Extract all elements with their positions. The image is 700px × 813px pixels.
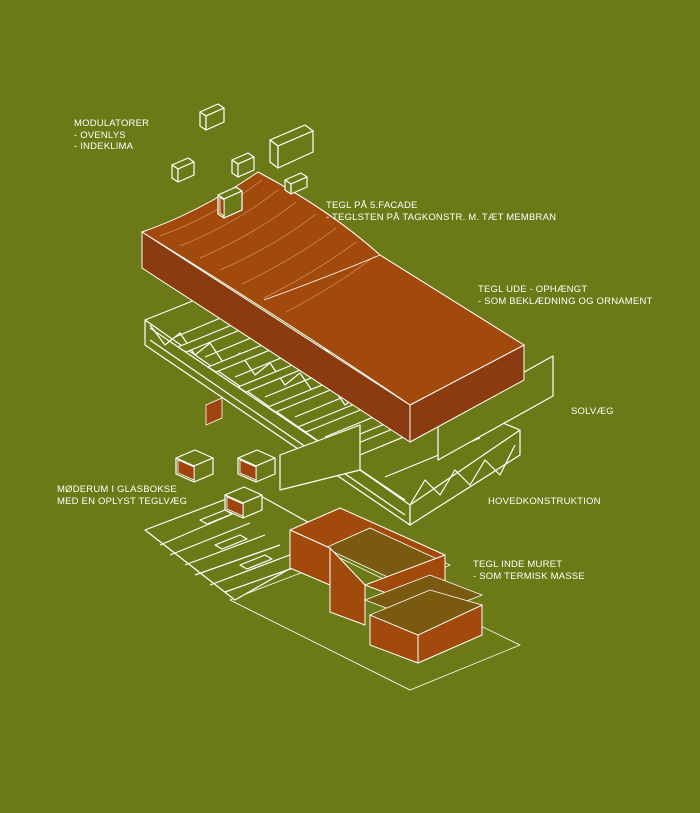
label-tegl-ude: TEGL UDE - OPHÆNGT - SOM BEKLÆDNING OG O…	[478, 284, 653, 307]
brick-roof	[141, 171, 525, 443]
label-moederum-title: MØDERUM I GLASBOKSE	[57, 484, 177, 495]
label-tegl-facade-title: TEGL PÅ 5.FACADE	[326, 200, 418, 211]
floor-plan	[144, 489, 341, 601]
label-solvaeg: SOLVÆG	[571, 406, 614, 418]
label-modulatorer: MODULATORER - OVENLYS - INDEKLIMA	[74, 118, 149, 153]
label-solvaeg-title: SOLVÆG	[571, 406, 614, 417]
label-tegl-facade-line-1: - TEGLSTEN PÅ TAGKONSTR. M. TÆT MEMBRAN	[326, 211, 557, 223]
label-modulatorer-line-1: - OVENLYS	[74, 129, 126, 141]
label-tegl-inde-title: TEGL INDE MURET	[473, 559, 563, 570]
label-tegl-ude-line-1: - SOM BEKLÆDNING OG ORNAMENT	[478, 295, 653, 307]
label-tegl-inde-line-1: - SOM TERMISK MASSE	[473, 570, 585, 582]
label-hovedkonstruktion: HOVEDKONSTRUKTION	[488, 496, 601, 508]
label-modulatorer-title: MODULATORER	[74, 118, 150, 129]
label-modulatorer-line-2: - INDEKLIMA	[74, 141, 134, 152]
label-tegl-ude-title: TEGL UDE - OPHÆNGT	[478, 284, 588, 295]
label-moederum: MØDERUM I GLASBOKSE MED EN OPLYST TEGLVÆ…	[57, 484, 187, 507]
main-structure-truss	[144, 297, 521, 526]
label-moederum-line-1: MED EN OPLYST TEGLVÆG	[57, 495, 188, 507]
modulator-boxes	[171, 103, 314, 219]
label-hovedkonstruktion-title: HOVEDKONSTRUKTION	[488, 496, 601, 507]
label-tegl-inde: TEGL INDE MURET - SOM TERMISK MASSE	[473, 559, 585, 582]
glass-box-meeting-rooms	[175, 397, 276, 519]
interior-brick-mass	[289, 507, 484, 664]
label-tegl-facade: TEGL PÅ 5.FACADE - TEGLSTEN PÅ TAGKONSTR…	[326, 200, 556, 223]
